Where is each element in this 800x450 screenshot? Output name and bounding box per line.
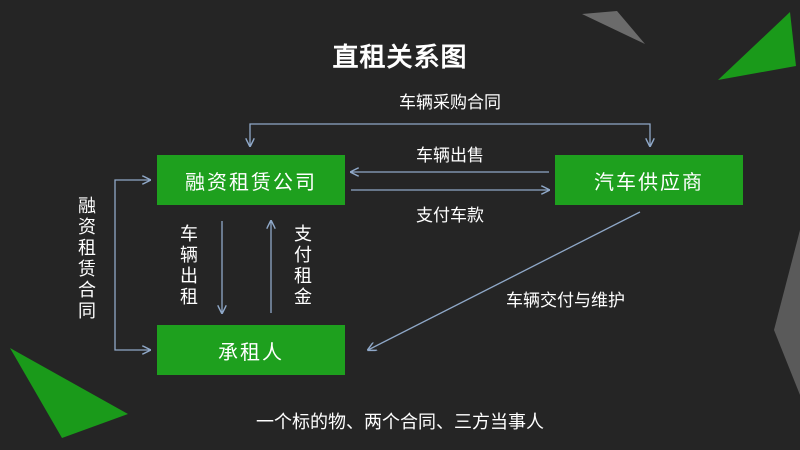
edge-label-vehicle-rental: 车辆出租 bbox=[180, 224, 198, 308]
footer-caption: 一个标的物、两个合同、三方当事人 bbox=[256, 412, 544, 433]
deco-green-triangle-top-right bbox=[718, 12, 796, 80]
deco-gray-triangle-top bbox=[582, 11, 645, 44]
deco-green-triangle-bottom-left bbox=[10, 348, 128, 438]
edge-label-purchase-contract: 车辆采购合同 bbox=[399, 93, 501, 113]
edge-label-lease-contract: 融资租赁合同 bbox=[78, 196, 96, 322]
diagram-title: 直租关系图 bbox=[332, 43, 468, 73]
node-lessee: 承租人 bbox=[157, 325, 345, 375]
edge-purchase-contract-arrow bbox=[250, 123, 650, 146]
edge-lease-contract-arrow bbox=[114, 180, 150, 350]
edge-label-vehicle-sale: 车辆出售 bbox=[416, 146, 484, 166]
edge-label-payment: 支付车款 bbox=[416, 206, 484, 226]
node-supplier: 汽车供应商 bbox=[555, 155, 743, 205]
edge-label-pay-rent: 支付租金 bbox=[294, 224, 312, 308]
node-finance-company: 融资租赁公司 bbox=[157, 155, 345, 205]
edge-label-delivery-maintenance: 车辆交付与维护 bbox=[506, 291, 625, 311]
edge-delivery-arrow bbox=[368, 211, 641, 350]
deco-gray-wedge-right bbox=[774, 230, 800, 395]
